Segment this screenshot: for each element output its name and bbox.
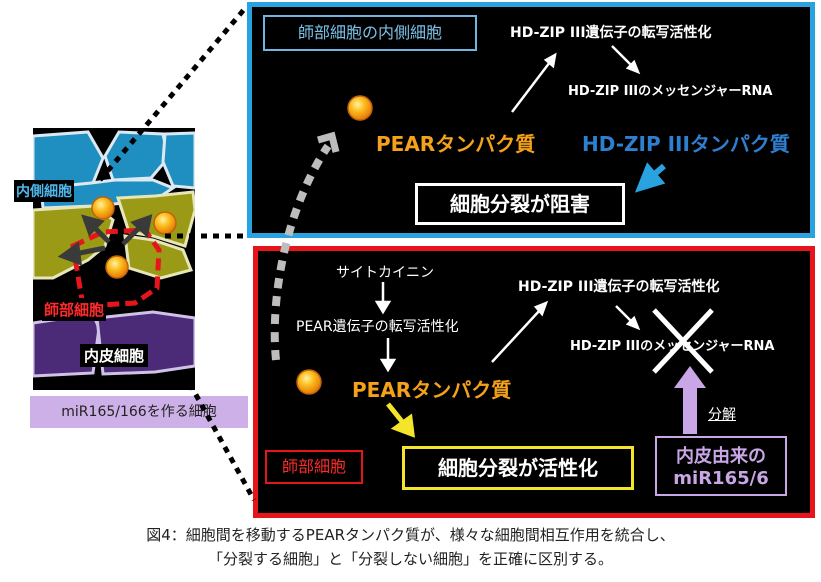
mir-origin-line1: 内皮由来の	[676, 446, 766, 467]
endodermis-label: 内皮細胞	[80, 344, 149, 367]
bottom-pear-ball	[296, 369, 322, 395]
inner-cell-3	[161, 131, 195, 190]
bottom-hdzip-transcription: HD-ZIP III遺伝子の転写活性化	[518, 279, 720, 295]
top-hdzip-mrna: HD-ZIP IIIのメッセンジャーRNA	[568, 84, 773, 99]
connector-top-diagonal	[98, 4, 249, 182]
movement-arrowhead	[317, 131, 340, 153]
bottom-hdzip-mrna: HD-ZIP IIIのメッセンジャーRNA	[570, 339, 775, 354]
mir-cell-box: miR165/166を作る細胞	[30, 396, 248, 428]
degradation-cross	[652, 308, 714, 374]
mir-origin-line2: miR165/6	[673, 468, 769, 489]
pear-ball-1	[91, 196, 115, 220]
caption-line1: 図4：細胞間を移動するPEARタンパク質が、様々な細胞間相互作用を統合し、	[146, 526, 675, 544]
division-activated-box: 細胞分裂が活性化	[402, 446, 634, 490]
connector-bottom-diagonal	[187, 382, 257, 502]
caption-line2: 「分裂する細胞」と「分裂しない細胞」を正確に区別する。	[207, 550, 613, 568]
mir-origin-box: 内皮由来の miR165/6	[655, 436, 787, 496]
bottom-pear-transcription: PEAR遺伝子の転写活性化	[296, 319, 459, 335]
mir-arrow	[674, 366, 706, 434]
movement-arrow	[270, 143, 332, 361]
degradation-label: 分解	[708, 407, 736, 423]
division-blocked-box: 細胞分裂が阻害	[415, 183, 625, 225]
top-pear-protein: PEARタンパク質	[376, 132, 536, 156]
phloem-cell-label: 師部細胞	[42, 298, 107, 321]
inner-cell-label: 内側細胞	[14, 180, 74, 202]
pear-ball-3	[105, 255, 129, 279]
bottom-cytokinin: サイトカイニン	[336, 265, 434, 281]
bottom-pear-protein: PEARタンパク質	[352, 378, 512, 402]
top-hdzip-protein: HD-ZIP IIIタンパク質	[582, 132, 790, 156]
bottom-phloem-box: 師部細胞	[265, 450, 363, 484]
top-pear-ball	[347, 95, 373, 121]
top-panel-title: 師部細胞の内側細胞	[263, 15, 477, 51]
phloem-cell-3	[123, 234, 194, 280]
top-hdzip-transcription: HD-ZIP III遺伝子の転写活性化	[510, 25, 712, 41]
